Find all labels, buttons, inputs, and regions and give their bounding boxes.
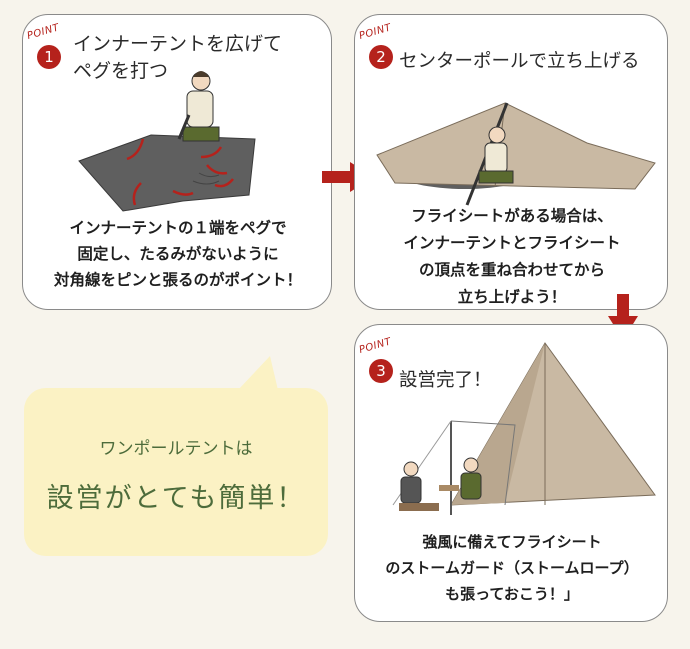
step-number: 3 <box>369 359 393 383</box>
step-2-title: センターポールで立ち上げる <box>399 51 640 72</box>
step-2-card: POINT 2 センターポールで立ち上げる フライシートがある場合は、 インナー… <box>354 14 668 310</box>
step-number: 2 <box>369 45 393 69</box>
inner-tent-illustration <box>78 71 256 212</box>
bubble-line-2: 設営がとても簡単！ <box>46 483 306 514</box>
step-3-title: 設営完了！ <box>399 370 492 391</box>
speech-bubble-tail <box>238 356 278 390</box>
step-number: 1 <box>37 45 61 69</box>
step-3-card: POINT 3 設営完了！ 強風に備えてフライシート のストームガード（ストーム… <box>354 324 668 622</box>
step-3-caption: 強風に備えてフライシート のストームガード（ストームロープ） も張っておこう！」 <box>385 533 639 603</box>
bubble-line-1: ワンポールテントは <box>99 439 253 459</box>
center-pole-illustration <box>376 102 656 206</box>
finished-tent-illustration <box>392 342 656 515</box>
step-1-title: インナーテントを広げて ペグを打つ <box>73 33 283 82</box>
summary-speech-bubble: ワンポールテントは 設営がとても簡単！ <box>24 388 328 556</box>
step-1-card: POINT 1 インナーテントを広げて ペグを打つ インナーテントの１端をペグで… <box>22 14 332 310</box>
step-2-caption: フライシートがある場合は、 インナーテントとフライシート の頂点を重ね合わせてか… <box>403 207 621 306</box>
step-1-caption: インナーテントの１端をペグで 固定し、たるみがないように 対角線をピンと張るのが… <box>53 219 302 289</box>
